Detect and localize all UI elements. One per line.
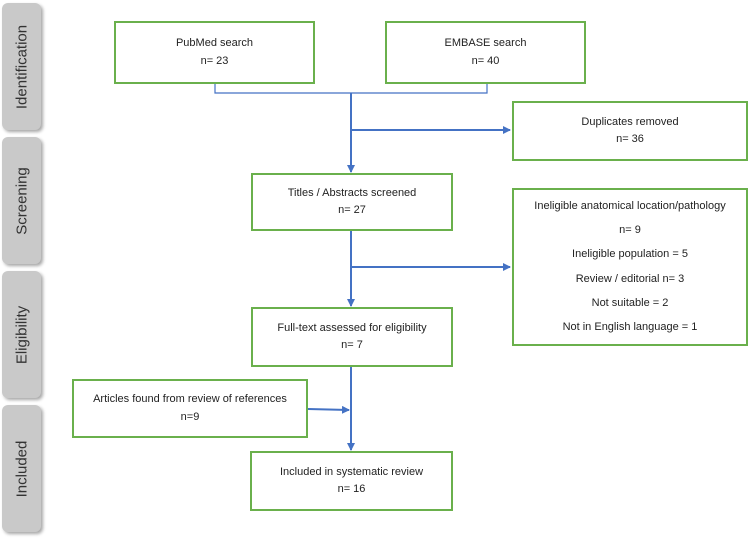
phase-identification-label: Identification bbox=[13, 24, 30, 109]
pubmed-search-count: n= 23 bbox=[200, 54, 229, 67]
duplicates-removed-title: Duplicates removed bbox=[581, 115, 679, 128]
excluded-records-box: Ineligible anatomical location/pathology… bbox=[512, 188, 748, 346]
phase-screening-label: Screening bbox=[13, 166, 30, 235]
fulltext-assessed-count: n= 7 bbox=[341, 339, 363, 351]
fulltext-assessed-title: Full-text assessed for eligibility bbox=[277, 321, 427, 334]
exclusion-reason: Review / editorial n= 3 bbox=[575, 272, 685, 285]
phase-included: Included bbox=[2, 405, 41, 532]
included-review-count: n= 16 bbox=[337, 483, 366, 495]
embase-search-count: n= 40 bbox=[471, 54, 500, 67]
pubmed-search-box: PubMed search n= 23 bbox=[114, 21, 315, 84]
arrow-from-references bbox=[307, 405, 350, 414]
phase-eligibility: Eligibility bbox=[2, 271, 41, 398]
exclusion-reason: Not suitable = 2 bbox=[591, 296, 669, 309]
embase-search-box: EMBASE search n= 40 bbox=[385, 21, 586, 84]
search-merge-connector bbox=[214, 83, 488, 94]
exclusion-reason: n= 9 bbox=[619, 223, 641, 236]
included-review-title: Included in systematic review bbox=[279, 465, 424, 478]
duplicates-removed-count: n= 36 bbox=[616, 133, 644, 145]
duplicates-removed-box: Duplicates removed n= 36 bbox=[512, 101, 748, 161]
pubmed-search-title: PubMed search bbox=[175, 37, 254, 50]
screened-box: Titles / Abstracts screened n= 27 bbox=[251, 173, 453, 231]
embase-search-title: EMBASE search bbox=[444, 37, 527, 50]
exclusion-reason: Not in English language = 1 bbox=[562, 321, 698, 334]
exclusion-reason: Ineligible population = 5 bbox=[572, 248, 688, 261]
screened-title: Titles / Abstracts screened bbox=[287, 186, 417, 199]
screened-count: n= 27 bbox=[338, 204, 366, 216]
phase-screening: Screening bbox=[2, 137, 41, 264]
references-box: Articles found from review of references… bbox=[72, 379, 308, 438]
references-count: n=9 bbox=[180, 410, 200, 423]
exclusion-reason: Ineligible anatomical location/pathology bbox=[534, 199, 726, 212]
phase-included-label: Included bbox=[13, 440, 30, 497]
included-review-box: Included in systematic review n= 16 bbox=[250, 451, 453, 511]
fulltext-assessed-box: Full-text assessed for eligibility n= 7 bbox=[251, 307, 453, 367]
phase-eligibility-label: Eligibility bbox=[13, 305, 30, 364]
references-title: Articles found from review of references bbox=[93, 393, 287, 406]
phase-identification: Identification bbox=[2, 3, 41, 130]
